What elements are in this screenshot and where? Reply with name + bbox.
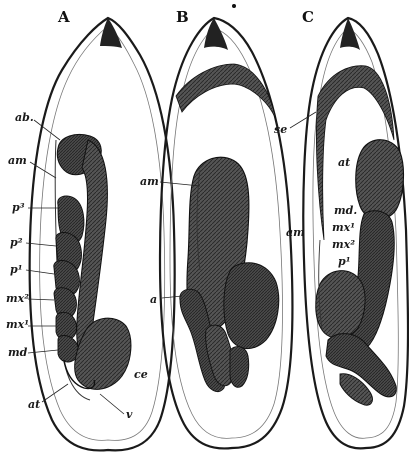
label-at-c: at (338, 156, 350, 169)
panel-b: B am a (140, 8, 292, 448)
ventral-lobe-b (224, 263, 279, 349)
posterior-lobe-c (316, 271, 365, 338)
label-ab-a: ab. (15, 111, 34, 124)
label-at-a: at (28, 398, 40, 411)
label-mx1-c: mx¹ (332, 221, 355, 234)
panel-a: A ab. am p³ p² p¹ mx² mx¹ (6, 8, 175, 450)
label-md-c: md. (334, 204, 357, 217)
panel-letter-c: C (302, 8, 314, 26)
panel-letter-a: A (57, 8, 70, 26)
label-ce-a: ce (134, 368, 148, 381)
label-p1-c: p¹ (338, 255, 351, 268)
label-se-c: se (274, 123, 287, 136)
panel-letter-b: B (176, 8, 189, 26)
label-am-b: am (140, 175, 159, 188)
label-md-a: md (8, 346, 28, 359)
label-p3-a: p³ (12, 201, 25, 214)
label-v-a: v (126, 408, 133, 421)
label-am-c: am (286, 226, 305, 239)
label-am-a: am (8, 154, 27, 167)
label-p2-a: p² (10, 236, 23, 249)
label-p1-a: p¹ (10, 263, 23, 276)
print-dot (232, 4, 236, 8)
head-lobe-c (356, 140, 404, 220)
label-mx2-c: mx² (332, 238, 355, 251)
appendages-b3 (230, 347, 249, 388)
label-mx1-a: mx¹ (6, 318, 29, 331)
label-mx2-a: mx² (6, 292, 29, 305)
panel-c: C se am at md. mx¹ mx² p¹ (274, 8, 408, 448)
label-a-b: a (150, 293, 157, 306)
